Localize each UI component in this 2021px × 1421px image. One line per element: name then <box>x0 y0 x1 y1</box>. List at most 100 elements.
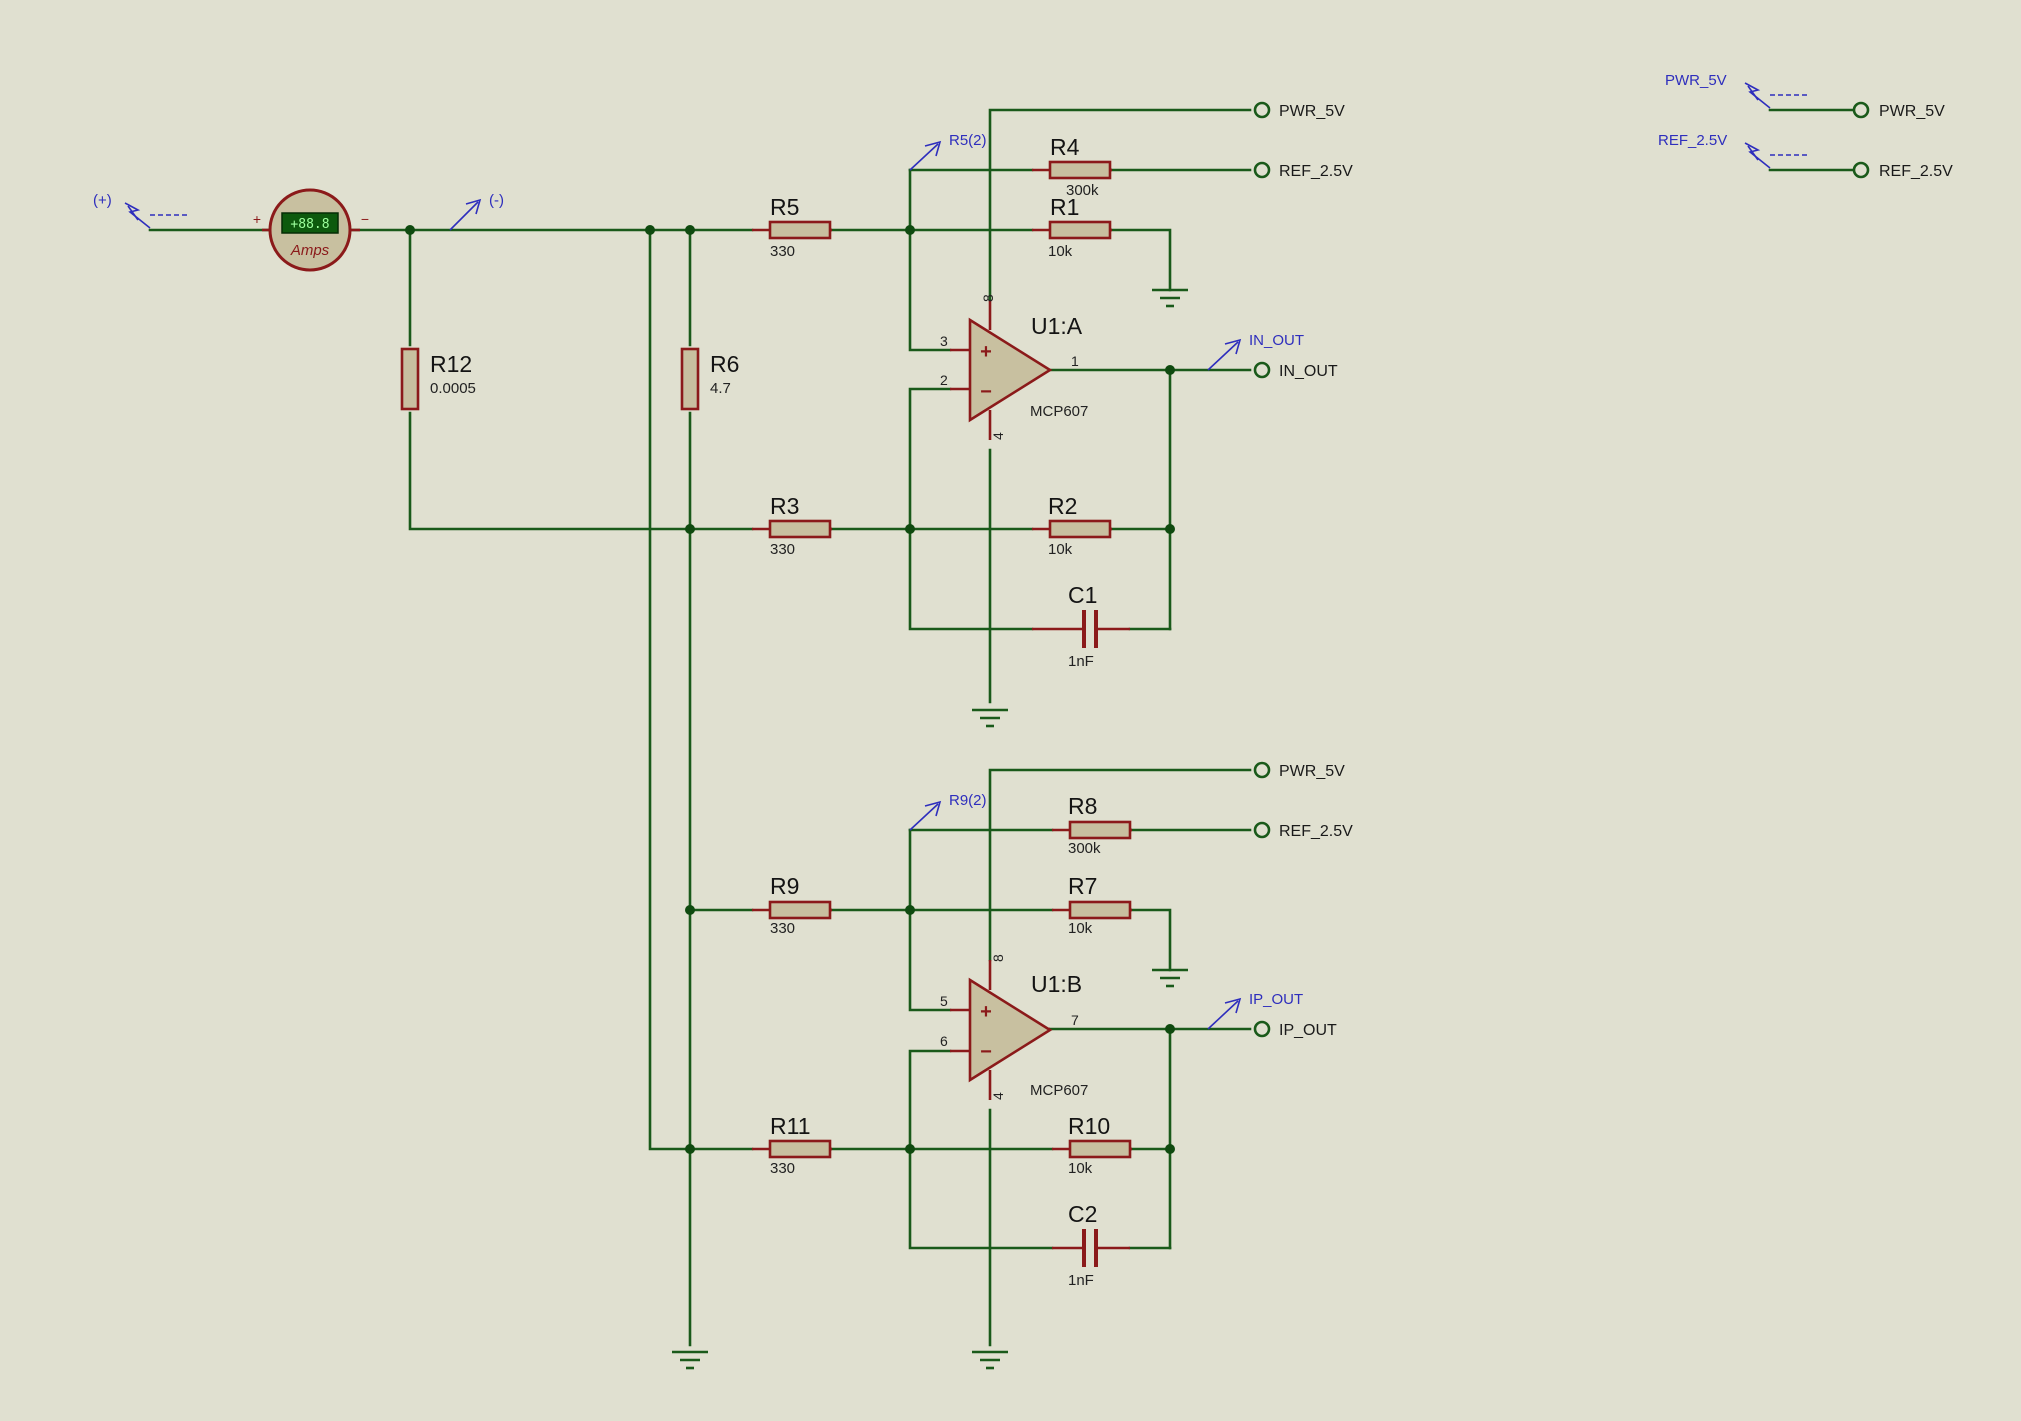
opamp-pin-number: 7 <box>1071 1012 1079 1028</box>
resistor-value: 10k <box>1068 1160 1093 1177</box>
terminal-circle <box>1253 361 1271 379</box>
resistor-body <box>1068 900 1132 920</box>
probe-arrow-icon <box>1224 997 1242 1014</box>
resistor-label: R6 <box>710 351 739 377</box>
resistor-value: 330 <box>770 541 795 558</box>
opamp-u1b[interactable]: + − U1:B MCP607 5 6 7 8 4 <box>940 954 1088 1100</box>
wire-r12-bottom <box>408 411 754 531</box>
resistor-value: 330 <box>770 1160 795 1177</box>
terminal-pwr-bottom[interactable]: PWR_5V <box>1253 761 1345 780</box>
probe-label: IN_OUT <box>1249 332 1304 349</box>
terminal-circle <box>1852 161 1870 179</box>
resistor-r3[interactable]: R3 330 <box>752 493 832 558</box>
terminal-ip-out[interactable]: IP_OUT <box>1253 1020 1337 1039</box>
probe-arrow-icon <box>127 205 139 221</box>
opamp-pin-number: 3 <box>940 333 948 349</box>
resistor-value: 330 <box>770 243 795 260</box>
resistor-r2[interactable]: R2 10k <box>1032 493 1112 558</box>
resistor-body <box>768 900 832 920</box>
probe-r9[interactable]: R9(2) <box>909 792 987 831</box>
opamp-label: U1:B <box>1031 971 1082 997</box>
junction <box>1165 524 1175 534</box>
probe-in-out[interactable]: IN_OUT <box>1207 332 1304 371</box>
resistor-r1[interactable]: R1 10k <box>1032 194 1112 260</box>
probe-pwr-5v[interactable]: PWR_5V <box>1665 72 1808 109</box>
terminal-pwr-top[interactable]: PWR_5V <box>1253 101 1345 120</box>
probe-ref-2-5v[interactable]: REF_2.5V <box>1658 132 1808 169</box>
terminal-label: REF_2.5V <box>1879 163 1953 180</box>
opamp-part: MCP607 <box>1030 403 1088 420</box>
junction <box>685 1144 695 1154</box>
junction <box>905 905 915 915</box>
capacitor-label: C1 <box>1068 582 1097 608</box>
resistor-label: R1 <box>1050 194 1079 220</box>
opamp-pin-number: 8 <box>990 954 1006 962</box>
resistor-label: R4 <box>1050 134 1080 160</box>
resistor-body <box>1068 820 1132 840</box>
resistor-r5[interactable]: R5 330 <box>752 194 832 260</box>
resistor-body <box>768 1139 832 1159</box>
resistor-value: 10k <box>1068 920 1093 937</box>
ammeter-display <box>281 212 339 234</box>
resistor-r9[interactable]: R9 330 <box>752 873 832 937</box>
opamp-plus-sign: + <box>980 341 992 363</box>
probe-plus[interactable]: (+) <box>93 192 188 229</box>
opamp-u1a[interactable]: + − U1:A MCP607 3 2 1 8 4 <box>940 294 1088 440</box>
resistor-r4[interactable]: R4 300k <box>1032 134 1112 199</box>
capacitor-label: C2 <box>1068 1201 1097 1227</box>
probe-r5[interactable]: R5(2) <box>909 132 987 171</box>
junction <box>685 524 695 534</box>
junction <box>905 1144 915 1154</box>
resistor-r8[interactable]: R8 300k <box>1052 793 1132 857</box>
resistor-label: R10 <box>1068 1113 1110 1139</box>
resistor-value: 10k <box>1048 243 1073 260</box>
probe-arrow-icon <box>1747 85 1759 101</box>
resistor-label: R7 <box>1068 873 1097 899</box>
probe-arrow-icon <box>124 202 151 229</box>
resistor-r7[interactable]: R7 10k <box>1052 873 1132 937</box>
resistor-body <box>1048 519 1112 539</box>
resistor-r12[interactable]: R12 0.0005 <box>400 347 476 411</box>
opamp-minus-sign: − <box>980 1041 992 1063</box>
terminal-ref-bottom[interactable]: REF_2.5V <box>1253 821 1353 840</box>
capacitor-c1[interactable]: C1 1nF <box>1032 582 1130 670</box>
ammeter[interactable]: +88.8 Amps + − <box>253 188 369 272</box>
probe-arrow-icon <box>909 143 939 171</box>
wire-r1-gnd <box>1110 228 1172 292</box>
ammeter-minus-sign: − <box>361 211 369 227</box>
terminal-label: PWR_5V <box>1279 103 1345 120</box>
resistor-body <box>400 347 420 411</box>
probe-arrow-icon <box>924 800 942 817</box>
probe-label: REF_2.5V <box>1658 132 1727 149</box>
resistor-value: 10k <box>1048 541 1073 558</box>
ground-r6 <box>672 1350 708 1370</box>
probe-label: IP_OUT <box>1249 991 1303 1008</box>
opamp-label: U1:A <box>1031 313 1083 339</box>
capacitor-c2[interactable]: C2 1nF <box>1052 1201 1130 1289</box>
probe-label: (-) <box>489 192 504 209</box>
junction <box>905 225 915 235</box>
probe-ip-out[interactable]: IP_OUT <box>1207 991 1303 1030</box>
probe-arrow-icon <box>1207 341 1239 371</box>
terminal-circle <box>1253 761 1271 779</box>
terminal-label: IP_OUT <box>1279 1022 1337 1039</box>
resistor-r6[interactable]: R6 4.7 <box>680 347 739 411</box>
capacitor-value: 1nF <box>1068 653 1094 670</box>
resistor-r11[interactable]: R11 330 <box>752 1113 832 1177</box>
terminal-in-out[interactable]: IN_OUT <box>1253 361 1338 380</box>
terminal-ref-top[interactable]: REF_2.5V <box>1253 161 1353 180</box>
terminal-ref-right[interactable]: REF_2.5V <box>1852 161 1953 180</box>
probe-label: R9(2) <box>949 792 987 809</box>
terminal-label: REF_2.5V <box>1279 163 1353 180</box>
opamp-minus-sign: − <box>980 381 992 403</box>
terminal-pwr-right[interactable]: PWR_5V <box>1852 101 1945 120</box>
opamp-part: MCP607 <box>1030 1082 1088 1099</box>
junction <box>645 225 655 235</box>
ground-u1a <box>972 708 1008 728</box>
resistor-body <box>1048 160 1112 180</box>
resistor-label: R12 <box>430 351 472 377</box>
probe-minus[interactable]: (-) <box>449 192 504 231</box>
resistor-r10[interactable]: R10 10k <box>1052 1113 1132 1177</box>
opamp-pin-number: 8 <box>980 294 996 302</box>
